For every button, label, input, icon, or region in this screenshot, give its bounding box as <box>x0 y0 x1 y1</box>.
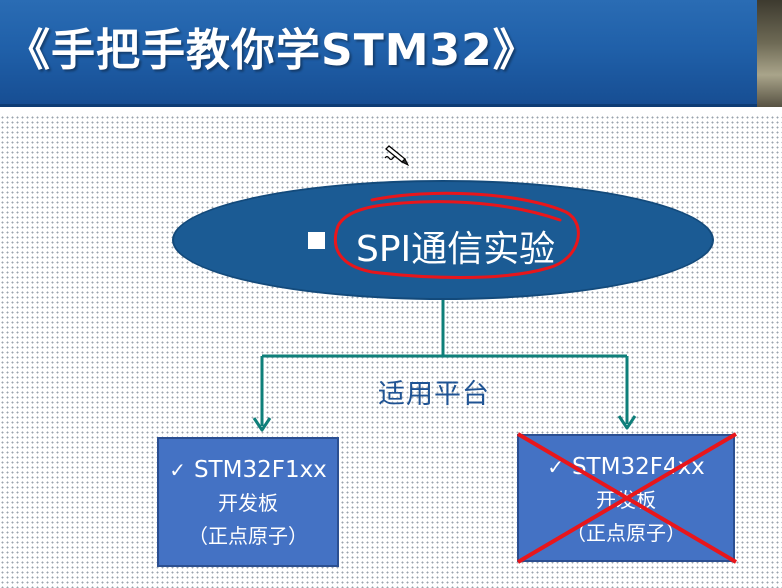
arrow-left <box>252 417 272 432</box>
main-topic-label: SPI通信实验 <box>356 229 556 270</box>
slide-header: 《手把手教你学STM32》 <box>0 0 782 107</box>
webcam-overlay <box>757 0 782 107</box>
board-vendor: （正点原子） <box>188 524 308 548</box>
platform-label: 适用平台 <box>378 379 490 410</box>
header-gap <box>0 107 782 116</box>
square-bullet-icon <box>308 232 325 249</box>
topic-ellipse <box>172 180 714 300</box>
checkmark-icon: ✓ <box>169 458 186 482</box>
arrow-right <box>617 415 637 430</box>
checkmark-icon: ✓ <box>547 455 564 479</box>
board-type: 开发板 <box>218 491 278 515</box>
slide-title: 《手把手教你学STM32》 <box>6 25 538 76</box>
board-name: ✓STM32F1xx <box>169 457 327 483</box>
board-type: 开发板 <box>596 488 656 512</box>
board-vendor: （正点原子） <box>566 521 686 545</box>
board-card-f4: ✓STM32F4xx 开发板 （正点原子） <box>517 434 735 562</box>
board-card-f1: ✓STM32F1xx 开发板 （正点原子） <box>157 437 339 567</box>
board-name: ✓STM32F4xx <box>547 454 705 480</box>
pencil-cursor-icon <box>384 145 410 167</box>
